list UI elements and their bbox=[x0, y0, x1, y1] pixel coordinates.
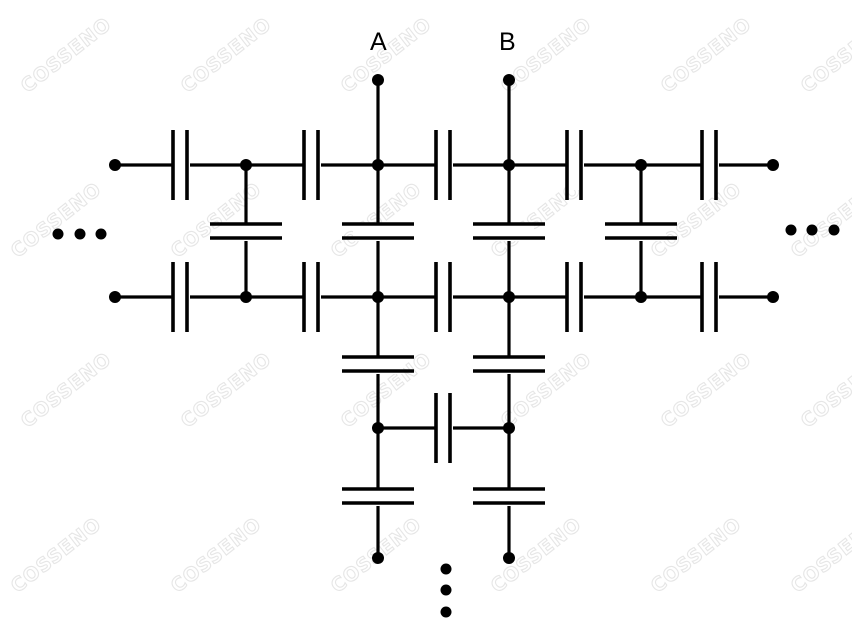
node-middle-4 bbox=[635, 291, 647, 303]
node-top-right-end bbox=[767, 159, 779, 171]
watermark-text: COSSENO bbox=[167, 513, 266, 597]
capacitor-middle-1 bbox=[171, 262, 190, 332]
watermark-text: COSSENO bbox=[797, 13, 852, 97]
capacitor-rung-4 bbox=[605, 222, 677, 241]
node-middle-right-end bbox=[767, 291, 779, 303]
capacitor-column-a-upper bbox=[342, 355, 414, 374]
capacitor-column-b-upper bbox=[473, 355, 545, 374]
watermark-text: COSSENO bbox=[177, 348, 276, 432]
capacitor-column-b-lower bbox=[473, 487, 545, 506]
watermark-text: COSSENO bbox=[657, 348, 756, 432]
capacitor-middle-3 bbox=[434, 262, 453, 332]
capacitor-top-4 bbox=[565, 130, 584, 200]
capacitor-top-2 bbox=[302, 130, 321, 200]
vertical-capacitors bbox=[210, 222, 677, 506]
watermark-text: COSSENO bbox=[7, 513, 106, 597]
capacitor-middle-2 bbox=[302, 262, 321, 332]
node-bridge-b bbox=[503, 422, 515, 434]
node-top-1 bbox=[240, 159, 252, 171]
watermark-text: COSSENO bbox=[7, 178, 106, 262]
nodes bbox=[109, 74, 779, 564]
watermark-text: COSSENO bbox=[657, 13, 756, 97]
terminal-a-label: A bbox=[370, 28, 387, 56]
capacitor-bridge bbox=[434, 393, 453, 463]
watermark-text: COSSENO bbox=[177, 13, 276, 97]
capacitor-rung-b bbox=[473, 222, 545, 241]
capacitor-column-a-lower bbox=[342, 487, 414, 506]
terminal-b-node bbox=[503, 74, 515, 86]
terminal-b-label: B bbox=[499, 28, 516, 56]
capacitor-rung-1 bbox=[210, 222, 282, 241]
capacitor-middle-5 bbox=[700, 262, 719, 332]
node-bottom-a bbox=[372, 552, 384, 564]
watermark-text: COSSENO bbox=[487, 178, 586, 262]
node-middle-1 bbox=[240, 291, 252, 303]
node-top-b bbox=[503, 159, 515, 171]
capacitor-middle-4 bbox=[565, 262, 584, 332]
node-middle-a bbox=[372, 291, 384, 303]
node-top-left-end bbox=[109, 159, 121, 171]
watermark-text: COSSENO bbox=[17, 13, 116, 97]
horizontal-capacitors bbox=[171, 130, 719, 463]
watermark-text: COSSENO bbox=[647, 513, 746, 597]
ellipsis-bottom bbox=[440, 563, 452, 618]
watermark-text: COSSENO bbox=[327, 178, 426, 262]
capacitor-rung-a bbox=[342, 222, 414, 241]
watermark-text: COSSENO bbox=[647, 178, 746, 262]
ellipsis-left bbox=[52, 228, 107, 240]
capacitor-top-3 bbox=[434, 130, 453, 200]
watermark-text: COSSENO bbox=[487, 513, 586, 597]
terminal-a-node bbox=[372, 74, 384, 86]
node-top-4 bbox=[635, 159, 647, 171]
watermark-layer: COSSENO COSSENO COSSENO COSSENO COSSENO COSSE… bbox=[6, 13, 852, 598]
node-top-a bbox=[372, 159, 384, 171]
node-bottom-b bbox=[503, 552, 515, 564]
watermark-text: COSSENO bbox=[787, 178, 852, 262]
watermark-text: COSSENO bbox=[797, 348, 852, 432]
capacitor-top-1 bbox=[171, 130, 190, 200]
watermark-text: COSSENO bbox=[167, 178, 266, 262]
node-bridge-a bbox=[372, 422, 384, 434]
ellipsis-right bbox=[785, 224, 840, 236]
capacitor-top-5 bbox=[700, 130, 719, 200]
node-middle-b bbox=[503, 291, 515, 303]
watermark-text: COSSENO bbox=[787, 513, 852, 597]
watermark-text: COSSENO bbox=[17, 348, 116, 432]
node-middle-left-end bbox=[109, 291, 121, 303]
